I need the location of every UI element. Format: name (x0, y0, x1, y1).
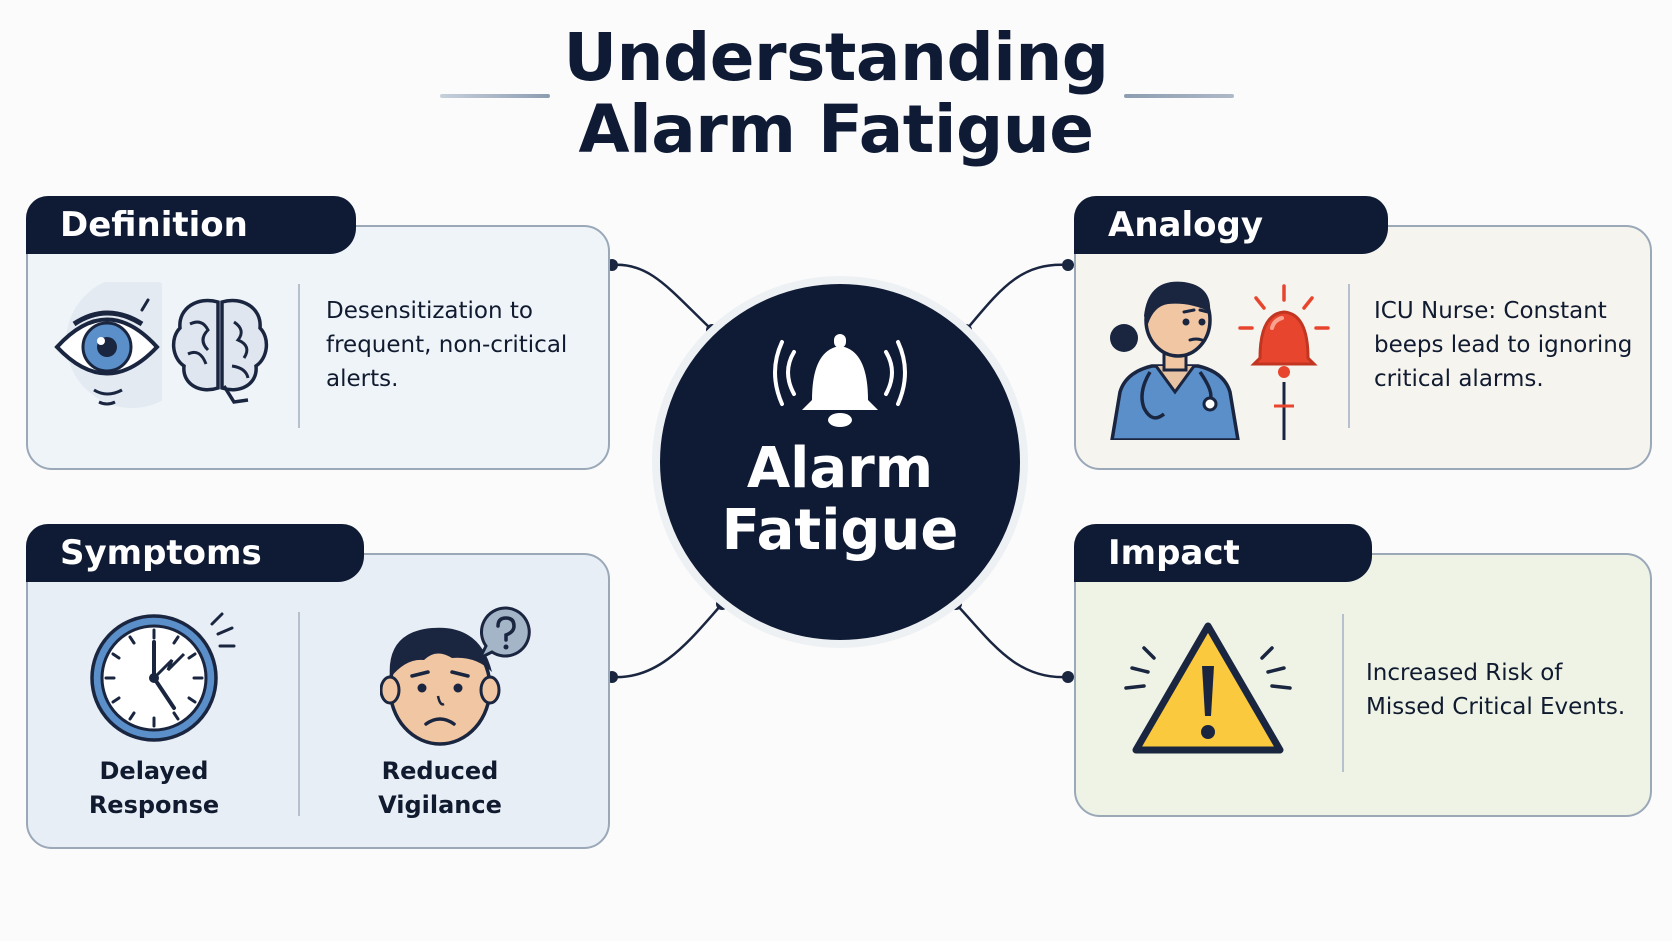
impact-divider (1342, 614, 1344, 772)
title-line-2: Alarm Fatigue (578, 91, 1094, 168)
symptoms-divider (298, 612, 300, 816)
analogy-tab: Analogy (1074, 196, 1388, 254)
connector-dot (950, 598, 962, 610)
connector-dot (1062, 259, 1074, 271)
connector-impact (955, 603, 1069, 679)
title-rule-left (440, 94, 550, 98)
symptom-delayed-response: Delayed Response (88, 757, 220, 819)
definition-tab: Definition (26, 196, 356, 254)
connector-dot (1062, 671, 1074, 683)
analogy-text: ICU Nurse: Constant beeps lead to ignori… (1374, 298, 1633, 392)
page-title: Understanding Alarm Fatigue (0, 22, 1672, 166)
title-rule-right (1124, 94, 1234, 98)
connector-analogy (965, 263, 1069, 331)
impact-tab: Impact (1074, 524, 1372, 582)
analogy-divider (1348, 284, 1350, 428)
warning-icon (1124, 622, 1292, 754)
connector-definition (611, 263, 713, 331)
impact-text: Increased Risk of Missed Critical Events… (1366, 660, 1626, 720)
symptoms-tab: Symptoms (26, 524, 364, 582)
center-label: Alarm Fatigue (660, 438, 1020, 562)
center-label-line-2: Fatigue (721, 498, 959, 563)
confused-face-icon (380, 606, 531, 746)
alarm-bell-icon (1238, 284, 1330, 440)
definition-text: Desensitization to frequent, non-critica… (326, 298, 568, 392)
brain-icon (171, 298, 269, 404)
symptom-reduced-vigilance: Reduced Vigilance (378, 757, 502, 819)
nurse-icon (1110, 281, 1240, 440)
clock-icon (90, 612, 236, 742)
definition-divider (298, 284, 300, 428)
connector-dot (716, 598, 728, 610)
center-label-line-1: Alarm (746, 436, 934, 501)
title-line-1: Understanding (563, 19, 1109, 96)
bell-icon (773, 334, 907, 427)
connector-symptoms (611, 603, 723, 679)
eye-icon (54, 282, 162, 408)
